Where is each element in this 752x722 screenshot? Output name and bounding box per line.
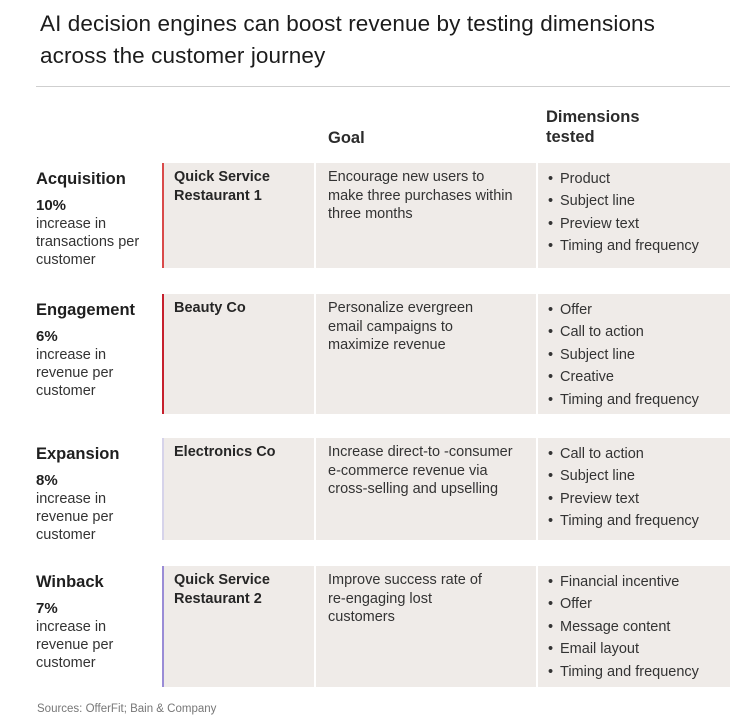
dimensions-cell: •Product •Subject line •Preview text •Ti…	[538, 163, 730, 268]
table-row: Acquisition 10% increase in transactions…	[36, 163, 730, 268]
list-item: •Offer	[548, 302, 592, 318]
stage-name: Expansion	[36, 445, 120, 463]
stage-percent: 10%	[36, 197, 67, 214]
goal-cell: Increase direct-to -consumer e-commerce …	[316, 438, 536, 540]
stage-description: increase in revenue per customer	[36, 491, 114, 543]
dimensions-list: •Offer •Call to action •Subject line •Cr…	[548, 299, 730, 411]
source-note: Sources: OfferFit; Bain & Company	[37, 703, 217, 715]
list-item: •Subject line	[548, 468, 635, 485]
company-name: Quick Service Restaurant 2	[174, 572, 270, 607]
company-cell: Quick Service Restaurant 1	[162, 163, 314, 268]
goal-cell: Personalize evergreen email campaigns to…	[316, 294, 536, 414]
list-item: •Call to action	[548, 446, 644, 462]
company-name: Quick Service Restaurant 1	[174, 169, 270, 204]
list-item: •Subject line	[548, 346, 635, 363]
list-item: •Subject line	[548, 193, 635, 210]
stage-cell: Engagement 6% increase in revenue per cu…	[36, 300, 156, 400]
dimensions-column-header: Dimensions tested	[546, 108, 640, 146]
page-title: AI decision engines can boost revenue by…	[40, 11, 656, 68]
stage-cell: Expansion 8% increase in revenue per cus…	[36, 444, 156, 544]
stage-cell: Winback 7% increase in revenue per custo…	[36, 572, 156, 672]
stage-percent: 7%	[36, 600, 58, 617]
goal-text: Encourage new users to make three purcha…	[328, 169, 513, 222]
goal-text: Improve success rate of re-engaging lost…	[328, 572, 482, 625]
stage-cell: Acquisition 10% increase in transactions…	[36, 169, 156, 269]
list-item: •Timing and frequency	[548, 238, 699, 255]
table-row: Winback 7% increase in revenue per custo…	[36, 566, 730, 687]
stage-percent: 8%	[36, 472, 58, 489]
goal-cell: Improve success rate of re-engaging lost…	[316, 566, 536, 687]
company-cell: Beauty Co	[162, 294, 314, 414]
stage-name: Acquisition	[36, 170, 126, 188]
company-name: Beauty Co	[174, 300, 246, 316]
list-item: •Call to action	[548, 324, 644, 341]
list-item: •Preview text	[548, 215, 639, 232]
list-item: •Email layout	[548, 641, 639, 658]
dimensions-cell: •Financial incentive •Offer •Message con…	[538, 566, 730, 687]
dimensions-list: •Call to action •Subject line •Preview t…	[548, 443, 730, 533]
list-item: •Product	[548, 171, 610, 187]
goal-text: Personalize evergreen email campaigns to…	[328, 300, 474, 353]
goal-cell: Encourage new users to make three purcha…	[316, 163, 536, 268]
goal-text: Increase direct-to -consumer e-commerce …	[328, 444, 513, 497]
dimensions-cell: •Offer •Call to action •Subject line •Cr…	[538, 294, 730, 414]
stage-percent: 6%	[36, 328, 58, 345]
list-item: •Financial incentive	[548, 574, 680, 590]
company-cell: Electronics Co	[162, 438, 314, 540]
stage-description: increase in revenue per customer	[36, 347, 114, 399]
stage-description: increase in transactions per customer	[36, 216, 140, 268]
list-item: •Message content	[548, 618, 671, 635]
title-divider	[36, 86, 730, 87]
list-item: •Timing and frequency	[548, 663, 699, 680]
table-row: Expansion 8% increase in revenue per cus…	[36, 438, 730, 543]
list-item: •Timing and frequency	[548, 391, 699, 408]
stage-name: Winback	[36, 573, 104, 591]
dimensions-list: •Financial incentive •Offer •Message con…	[548, 571, 730, 683]
company-name: Electronics Co	[174, 444, 276, 460]
stage-description: increase in revenue per customer	[36, 619, 114, 671]
list-item: •Offer	[548, 596, 592, 613]
table-row: Engagement 6% increase in revenue per cu…	[36, 294, 730, 414]
stage-name: Engagement	[36, 301, 136, 319]
list-item: •Timing and frequency	[548, 513, 699, 530]
dimensions-cell: •Call to action •Subject line •Preview t…	[538, 438, 730, 540]
list-item: •Preview text	[548, 490, 639, 507]
goal-column-header: Goal	[328, 129, 365, 147]
company-cell: Quick Service Restaurant 2	[162, 566, 314, 687]
dimensions-list: •Product •Subject line •Preview text •Ti…	[548, 168, 730, 258]
list-item: •Creative	[548, 369, 614, 386]
